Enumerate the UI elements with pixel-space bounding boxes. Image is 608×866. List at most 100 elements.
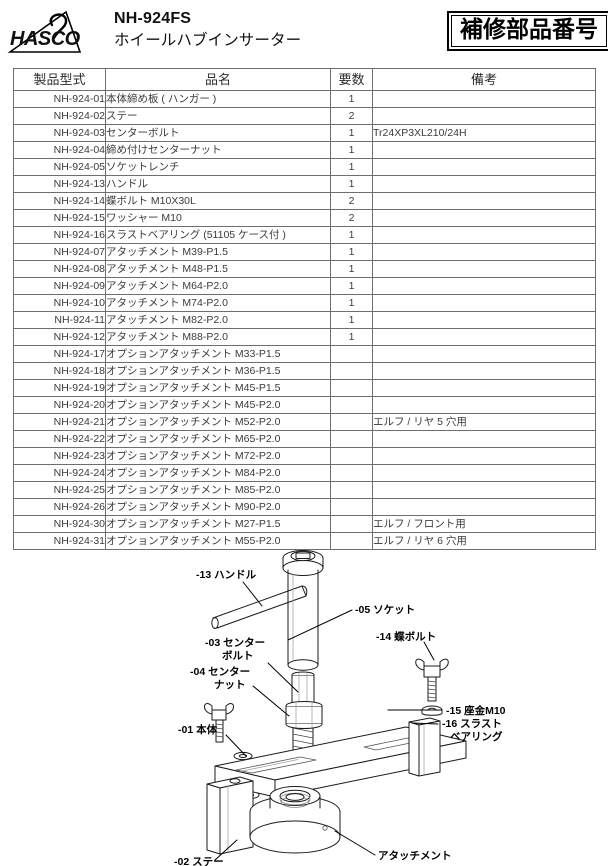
- label-washer: -15 座金M10: [446, 704, 506, 717]
- label-thrust-2: ベアリング: [450, 730, 503, 743]
- cell-quantity: [330, 481, 373, 499]
- cell-product-code: NH-924-16: [13, 226, 106, 244]
- label-center-bolt-2: ボルト: [222, 649, 254, 662]
- table-head: 製品型式 品名 要数 備考: [13, 68, 596, 91]
- cell-product-code: NH-924-01: [13, 90, 106, 108]
- cell-part-name: オプションアタッチメント M65-P2.0: [105, 430, 331, 448]
- cell-part-name: オプションアタッチメント M90-P2.0: [105, 498, 331, 516]
- label-handle: -13 ハンドル: [196, 569, 257, 581]
- cell-note: Tr24XP3XL210/24H: [372, 124, 596, 142]
- label-center-bolt-1: -03 センター: [205, 637, 265, 649]
- cell-quantity: 1: [330, 294, 373, 312]
- cell-part-name: オプションアタッチメント M55-P2.0: [105, 532, 331, 550]
- part-attachment: [249, 786, 341, 854]
- cell-part-name: ステー: [105, 107, 331, 125]
- label-center-nut-2: ナット: [214, 679, 246, 691]
- cell-part-name: オプションアタッチメント M84-P2.0: [105, 464, 331, 482]
- page-header: HASCO NH-924FS ホイールハブインサーター 補修部品番号: [0, 0, 608, 62]
- cell-quantity: [330, 498, 373, 516]
- cell-part-name: 蝶ボルト M10X30L: [105, 192, 331, 210]
- cell-product-code: NH-924-20: [13, 396, 106, 414]
- column-header-code: 製品型式: [13, 68, 106, 91]
- part-washer-left: [233, 751, 253, 761]
- cell-note: [372, 294, 596, 312]
- cell-quantity: [330, 430, 373, 448]
- cell-note: [372, 481, 596, 499]
- cell-quantity: 2: [330, 107, 373, 125]
- cell-product-code: NH-924-22: [13, 430, 106, 448]
- cell-note: [372, 209, 596, 227]
- label-wing-bolt: -14 蝶ボルト: [376, 630, 436, 643]
- cell-part-name: オプションアタッチメント M72-P2.0: [105, 447, 331, 465]
- cell-part-name: オプションアタッチメント M33-P1.5: [105, 345, 331, 363]
- label-socket: -05 ソケット: [355, 604, 415, 616]
- part-socket-05: [282, 550, 324, 671]
- part-wing-nut-left: [204, 703, 234, 743]
- cell-quantity: 1: [330, 158, 373, 176]
- label-center-nut-1: -04 センター: [190, 666, 250, 678]
- cell-note: [372, 430, 596, 448]
- cell-product-code: NH-924-02: [13, 107, 106, 125]
- cell-part-name: スラストベアリング (51105 ケース付 ): [105, 226, 331, 244]
- cell-note: [372, 379, 596, 397]
- exploded-diagram: -13 ハンドル -05 ソケット -03 センター ボルト -04 センター …: [0, 520, 608, 866]
- cell-note: [372, 362, 596, 380]
- cell-quantity: [330, 345, 373, 363]
- cell-part-name: ハンドル: [105, 175, 331, 193]
- cell-part-name: 本体締め板 ( ハンガー ): [105, 90, 331, 108]
- cell-quantity: [330, 447, 373, 465]
- cell-part-name: オプションアタッチメント M52-P2.0: [105, 413, 331, 431]
- cell-product-code: NH-924-19: [13, 379, 106, 397]
- cell-quantity: [330, 413, 373, 431]
- cell-quantity: 1: [330, 277, 373, 295]
- cell-note: [372, 311, 596, 329]
- document-tag-label: 補修部品番号: [460, 16, 598, 42]
- cell-note: エルフ / リヤ 5 穴用: [372, 413, 596, 431]
- cell-note: [372, 277, 596, 295]
- cell-product-code: NH-924-18: [13, 362, 106, 380]
- cell-product-code: NH-924-04: [13, 141, 106, 159]
- label-attachment: アタッチメント: [378, 850, 452, 862]
- cell-product-code: NH-924-17: [13, 345, 106, 363]
- hasco-logo: HASCO: [6, 8, 114, 56]
- cell-part-name: アタッチメント M48-P1.5: [105, 260, 331, 278]
- cell-part-name: 締め付けセンターナット: [105, 141, 331, 159]
- cell-quantity: [330, 464, 373, 482]
- cell-quantity: 1: [330, 226, 373, 244]
- cell-product-code: NH-924-24: [13, 464, 106, 482]
- cell-product-code: NH-924-15: [13, 209, 106, 227]
- part-center-nut-04: [285, 701, 323, 729]
- hasco-wordmark: HASCO: [10, 28, 81, 50]
- label-stay: -02 ステー: [174, 856, 224, 866]
- cell-part-name: オプションアタッチメント M85-P2.0: [105, 481, 331, 499]
- column-header-qty: 要数: [330, 68, 373, 91]
- cell-note: エルフ / リヤ 6 穴用: [372, 532, 596, 550]
- part-thrust-bearing-16: [408, 717, 441, 777]
- cell-note: [372, 243, 596, 261]
- cell-part-name: オプションアタッチメント M45-P1.5: [105, 379, 331, 397]
- cell-quantity: 1: [330, 328, 373, 346]
- cell-quantity: [330, 379, 373, 397]
- cell-part-name: アタッチメント M74-P2.0: [105, 294, 331, 312]
- cell-quantity: 1: [330, 141, 373, 159]
- cell-note: [372, 141, 596, 159]
